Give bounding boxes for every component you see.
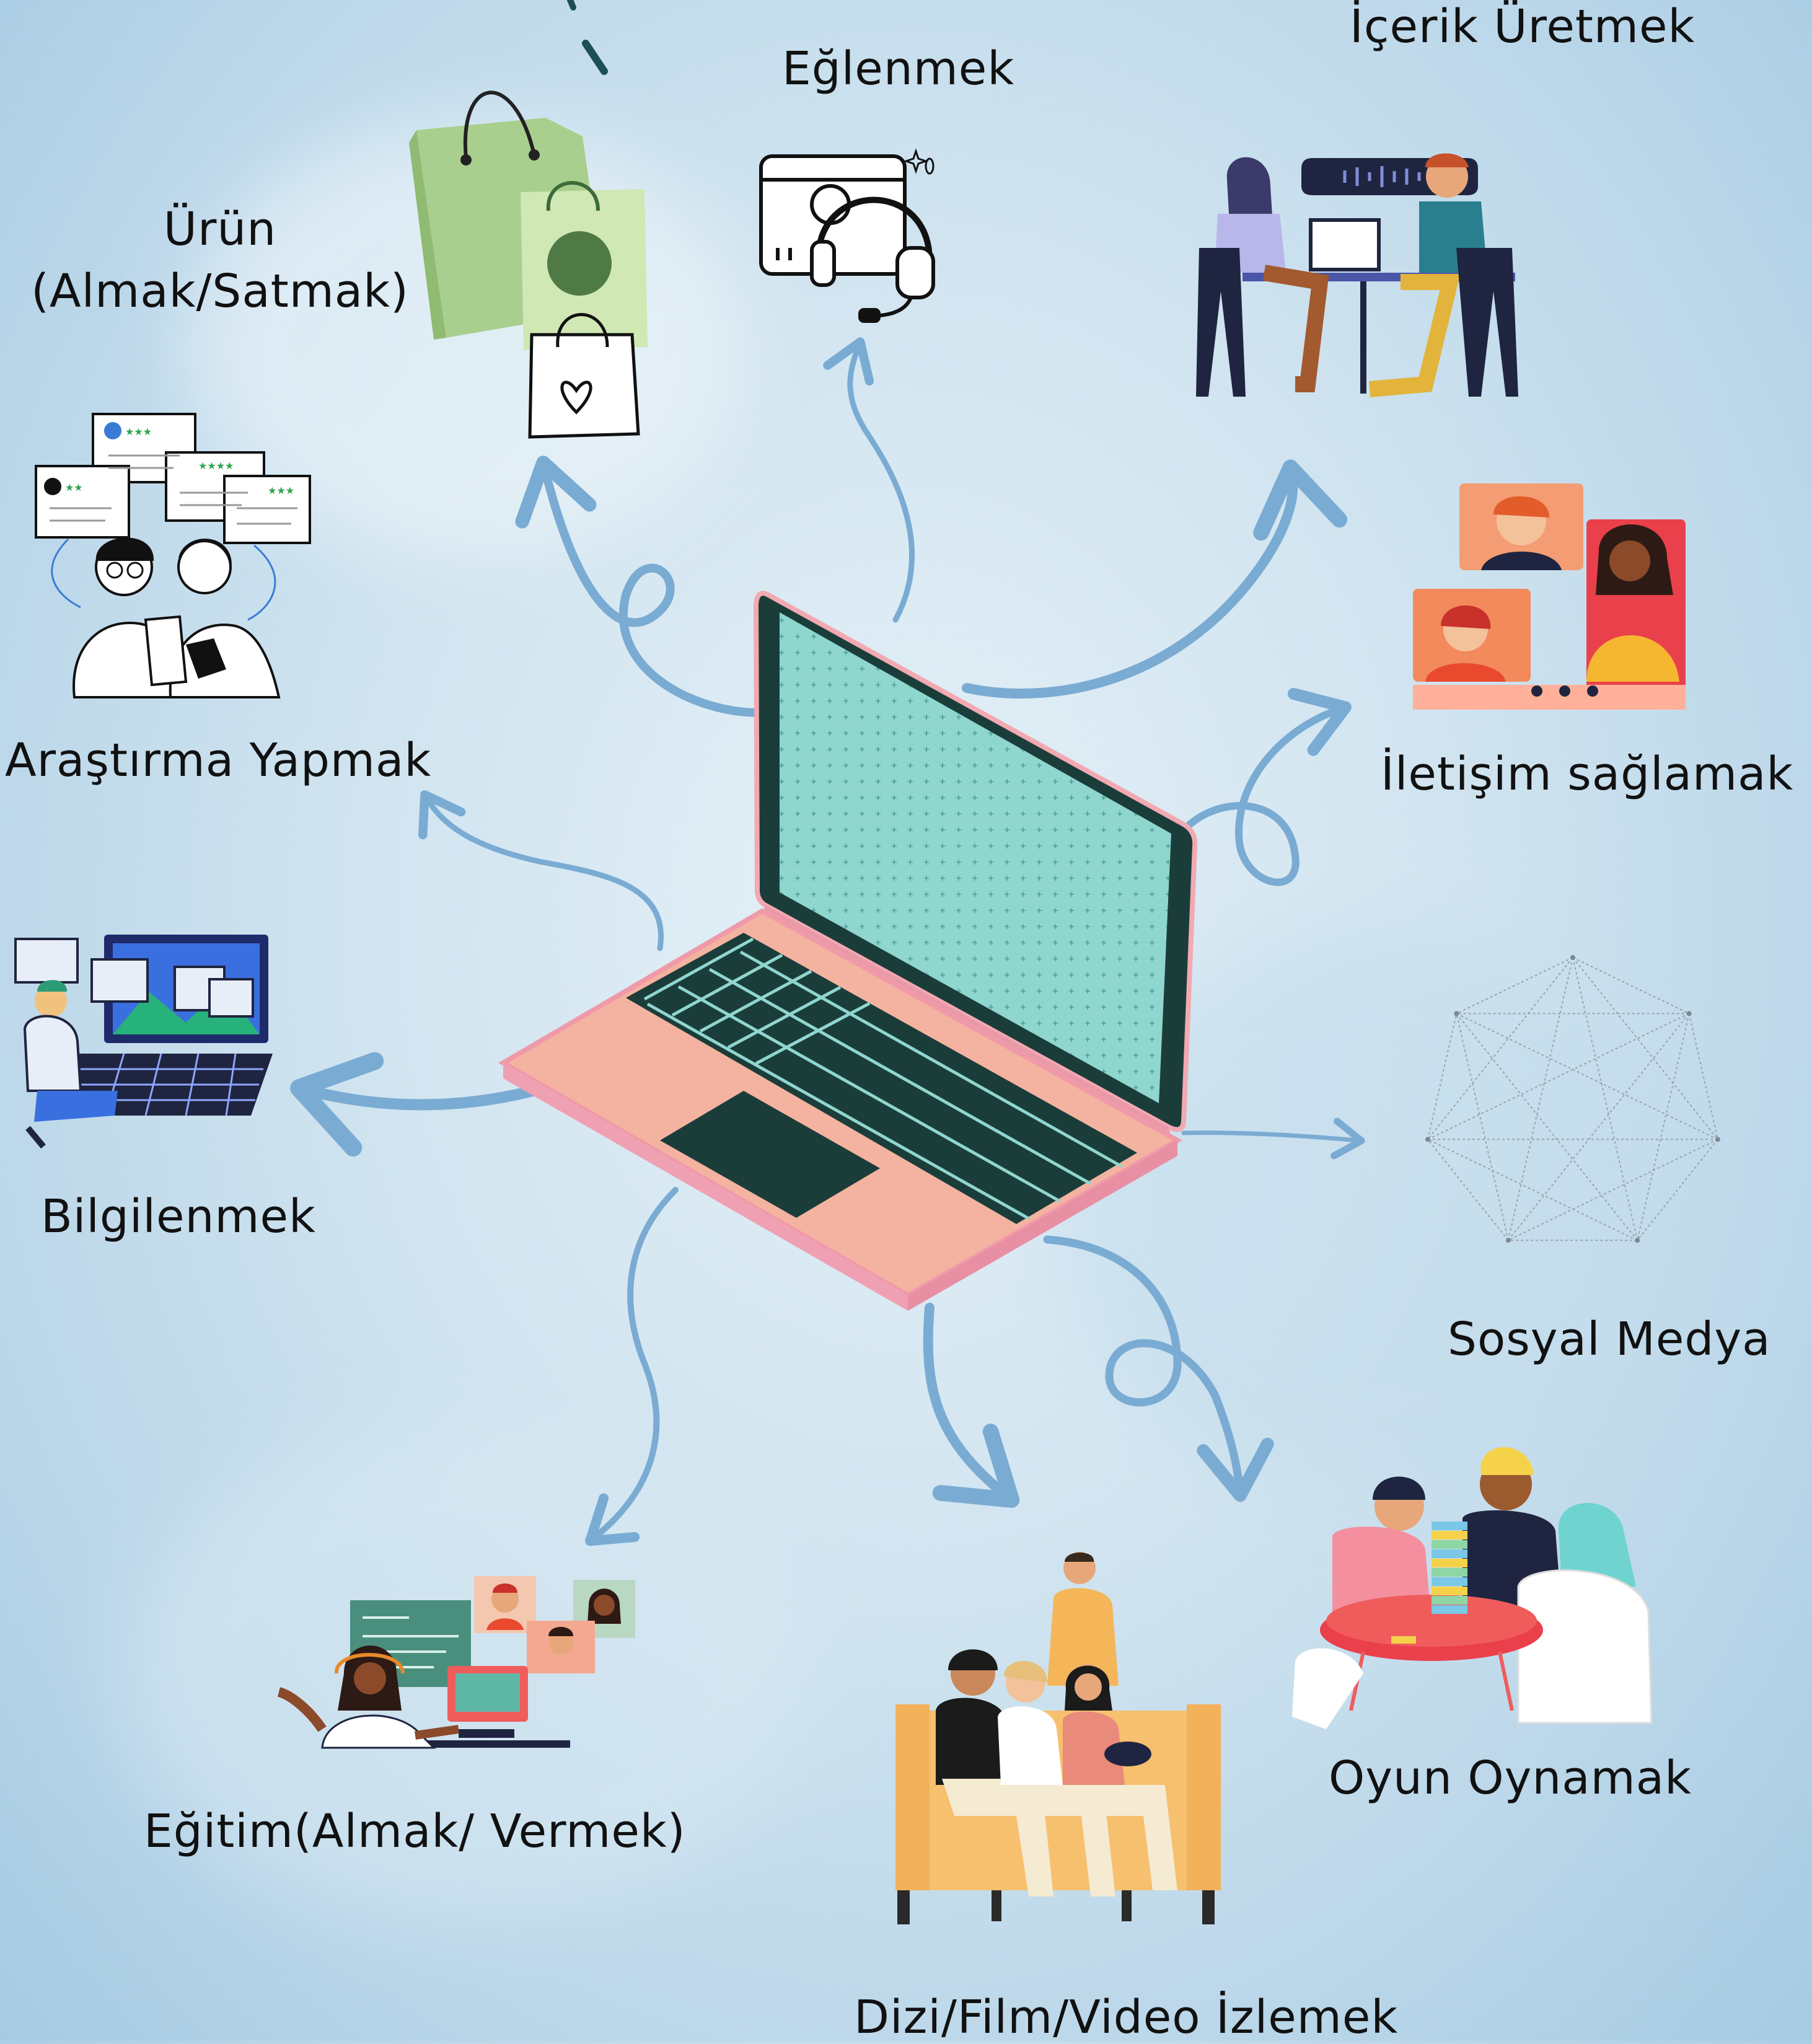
network-edge	[1456, 1013, 1509, 1241]
arrow-to-oyun	[1043, 1235, 1274, 1502]
laptop-icon	[498, 591, 1198, 1311]
arrow-to-dizi	[923, 1303, 1020, 1508]
network-heptagon-icon	[1425, 955, 1720, 1243]
network-edge	[1456, 1013, 1638, 1241]
label-oyun: Oyun Oynamak	[1329, 1751, 1692, 1805]
decorative-dash	[567, 0, 576, 11]
network-edge	[1688, 1013, 1718, 1140]
arrow-to-urun	[515, 456, 763, 717]
label-urun-line1: Ürün	[163, 203, 277, 256]
online-class-icon	[277, 1576, 635, 1749]
network-node	[1635, 1238, 1640, 1243]
network-node	[1686, 1011, 1692, 1016]
network-edge	[1456, 957, 1573, 1015]
board-game-icon	[1292, 1447, 1653, 1729]
label-icerik: İçerik Üretmek	[1350, 0, 1695, 53]
network-edge	[1507, 957, 1573, 1241]
svg-text:★★: ★★	[65, 482, 83, 493]
network-edge	[1508, 1139, 1718, 1241]
network-edge	[1427, 1013, 1690, 1140]
laptop-keyboard	[626, 933, 1137, 1224]
podcast-people-icon	[1196, 153, 1518, 397]
network-edge	[1427, 957, 1573, 1140]
network-node	[1570, 955, 1575, 960]
network-edge	[1637, 1139, 1718, 1241]
video-call-icon	[1413, 483, 1686, 710]
network-edge	[1427, 1139, 1509, 1241]
network-node	[1505, 1238, 1511, 1243]
network-edge	[1427, 1139, 1638, 1241]
person-at-screen-icon	[14, 935, 273, 1149]
label-eglenmek: Eğlenmek	[782, 42, 1015, 95]
label-urun-line2: (Almak/Satmak)	[31, 265, 409, 318]
label-iletisim: İletişim sağlamak	[1381, 747, 1794, 801]
arrow-to-iletisim	[1186, 687, 1352, 886]
svg-text:★★★: ★★★	[268, 485, 294, 496]
arrow-to-icerik	[962, 459, 1348, 699]
label-arastirma: Araştırma Yapmak	[5, 734, 432, 787]
network-node	[1425, 1137, 1431, 1142]
laptop-screen	[780, 612, 1171, 1103]
laptop-trackpad	[660, 1091, 880, 1218]
review-readers-icon: ★★★★★★★★★★★★	[35, 413, 311, 698]
network-edge	[1572, 957, 1638, 1241]
arrow-to-eglenmek	[823, 337, 915, 623]
network-edge	[1572, 957, 1718, 1140]
svg-text:★★★★: ★★★★	[198, 460, 234, 472]
network-edge	[1508, 1013, 1690, 1241]
network-edge	[1456, 1013, 1718, 1140]
headset-icon	[759, 148, 935, 323]
decorative-dash	[582, 40, 608, 75]
label-urun: Ürün (Almak/Satmak)	[25, 198, 415, 322]
arrow-to-arastirma	[418, 790, 664, 951]
svg-text:★★★: ★★★	[125, 426, 152, 438]
network-edge	[1637, 1013, 1690, 1241]
label-bilgilenmek: Bilgilenmek	[41, 1190, 316, 1243]
network-node	[1454, 1011, 1459, 1016]
arrow-to-sosyal	[1181, 1117, 1365, 1160]
arrows	[290, 337, 1365, 1546]
arrow-to-bilgilenmek	[290, 1052, 539, 1157]
network-edge	[1427, 1013, 1458, 1140]
shopping-bags-icon	[409, 90, 648, 439]
arrow-to-egitim	[585, 1187, 679, 1546]
label-sosyal: Sosyal Medya	[1448, 1313, 1771, 1366]
network-node	[1715, 1137, 1720, 1142]
label-egitim: Eğitim(Almak/ Vermek)	[144, 1805, 686, 1858]
people-on-sofa-icon	[895, 1552, 1221, 1924]
network-edge	[1572, 957, 1690, 1015]
label-dizi: Dizi/Film/Video İzlemek	[854, 1991, 1399, 2044]
